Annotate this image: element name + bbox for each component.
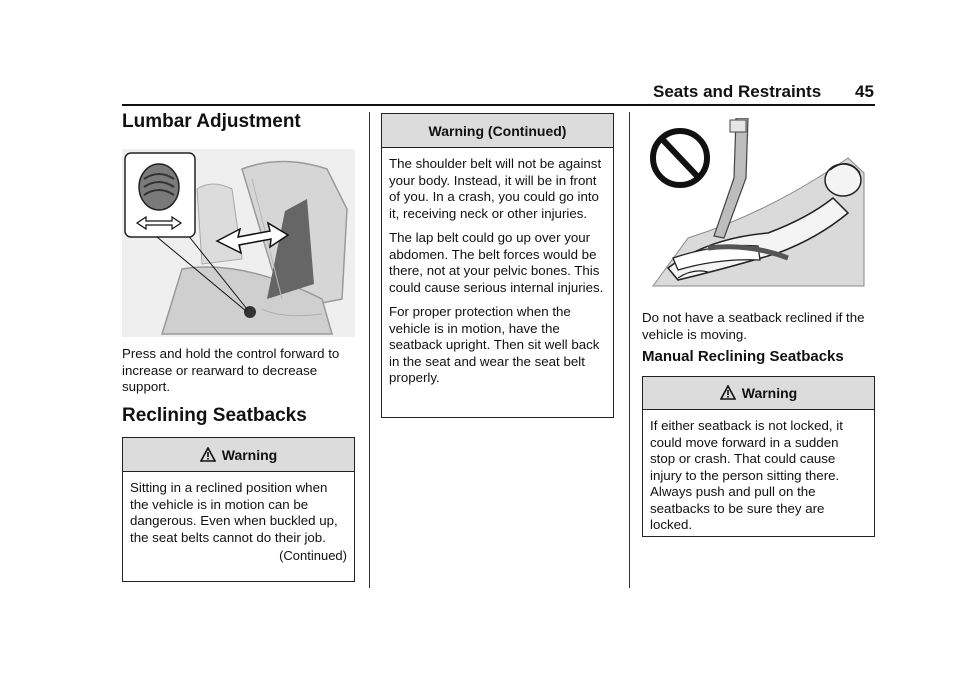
warning-triangle-icon (199, 445, 217, 463)
warning-continued-body: The shoulder belt will not be against yo… (382, 148, 613, 393)
running-header-title: Seats and Restraints (653, 82, 822, 101)
warning-paragraph: The lap belt could go up over your abdom… (389, 230, 604, 295)
warning-continued-header: Warning (Continued) (382, 114, 613, 148)
double-arrow-icon (215, 221, 290, 255)
header-rule (122, 104, 875, 106)
reclined-occupant-illustration (648, 117, 866, 290)
warning-paragraph: For proper protection when the vehicle i… (389, 304, 600, 385)
lumbar-instructions: Press and hold the control forward to in… (122, 346, 340, 394)
warning-continued-box: Warning (Continued) The shoulder belt wi… (381, 113, 614, 418)
lumbar-control-illustration (122, 149, 355, 337)
reclining-warning-box: Warning Sitting in a reclined position w… (122, 437, 355, 582)
section-heading-reclining: Reclining Seatbacks (122, 405, 307, 426)
warning-body: If either seatback is not locked, it cou… (643, 410, 874, 540)
section-heading-lumbar: Lumbar Adjustment (122, 111, 301, 132)
warning-text: If either seatback is not locked, it cou… (650, 418, 843, 532)
warning-triangle-icon (719, 384, 737, 401)
continued-label: (Continued) (279, 548, 347, 563)
warning-title: Warning (221, 446, 278, 463)
column-divider-1 (369, 112, 370, 588)
prohibited-circle-icon (650, 128, 710, 188)
warning-header: Warning (643, 377, 874, 410)
warning-title: Warning (741, 385, 798, 401)
warning-header: Warning (123, 438, 354, 472)
inset-double-arrow-icon (135, 215, 183, 231)
reclined-caption: Do not have a seatback reclined if the v… (642, 310, 865, 342)
section-heading-manual-reclining: Manual Reclining Seatbacks (642, 348, 844, 365)
warning-paragraph: The shoulder belt will not be against yo… (389, 156, 602, 221)
page-number: 45 (855, 82, 874, 101)
column-divider-2 (629, 112, 630, 588)
manual-warning-box: Warning If either seatback is not locked… (642, 376, 875, 537)
warning-body: Sitting in a reclined position when the … (123, 472, 354, 571)
warning-text: Sitting in a reclined position when the … (130, 480, 338, 545)
